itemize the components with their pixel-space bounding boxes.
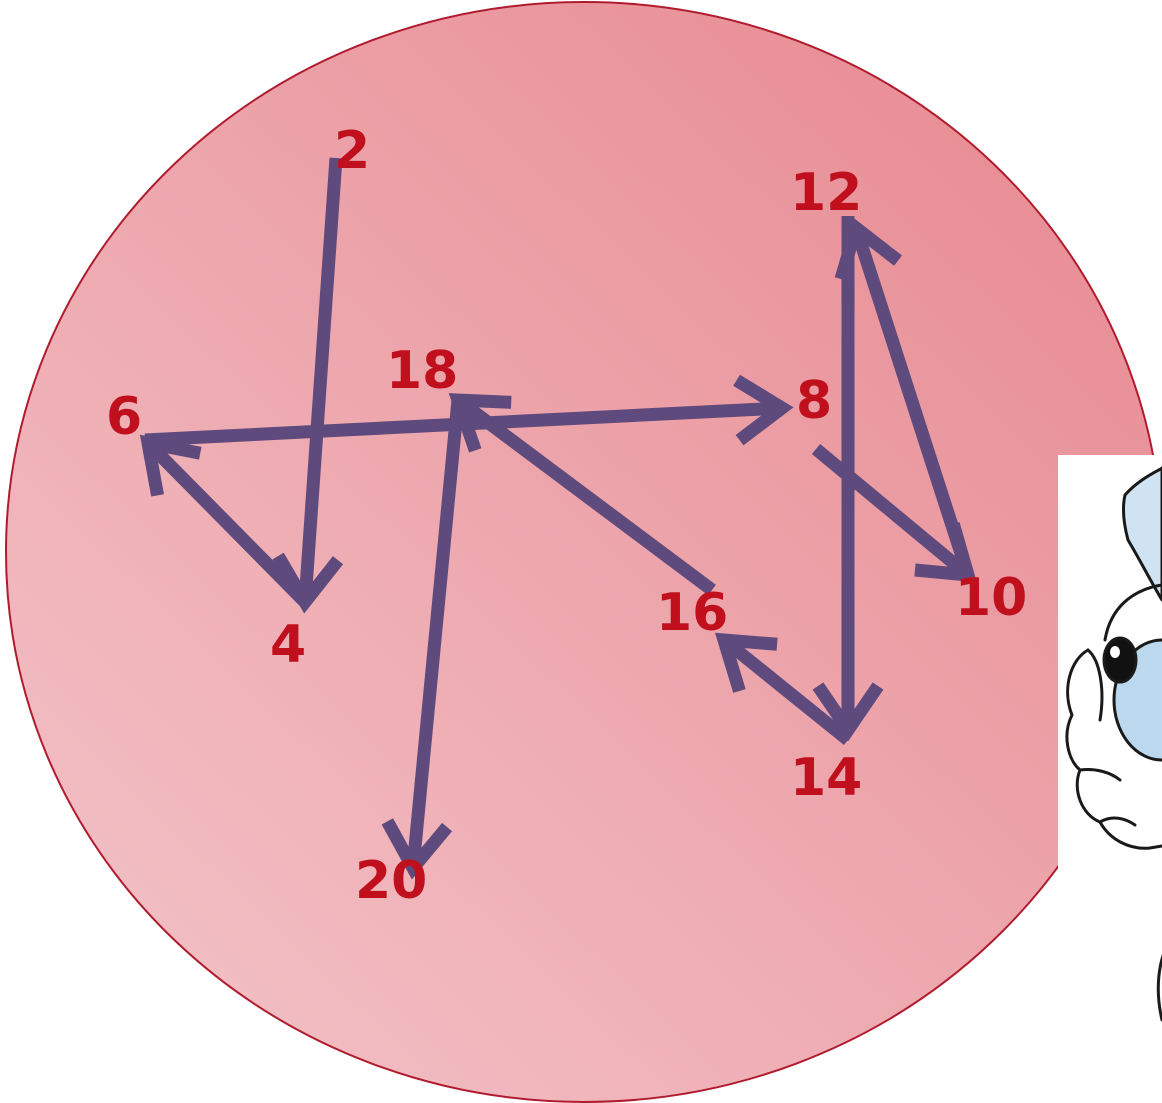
number-label-16: 16 (656, 583, 728, 643)
cartoon-nose-highlight (1110, 646, 1120, 658)
cartoon-nose (1104, 638, 1136, 682)
pointing-cartoon-character (1058, 455, 1162, 1103)
background-circle (6, 2, 1162, 1102)
number-label-8: 8 (796, 371, 832, 431)
number-label-18: 18 (386, 341, 458, 401)
number-label-6: 6 (106, 387, 142, 447)
number-label-2: 2 (334, 121, 370, 181)
number-label-20: 20 (355, 851, 427, 911)
number-label-14: 14 (790, 748, 862, 808)
number-label-10: 10 (955, 568, 1027, 628)
number-label-12: 12 (790, 163, 862, 223)
number-label-4: 4 (270, 615, 306, 675)
